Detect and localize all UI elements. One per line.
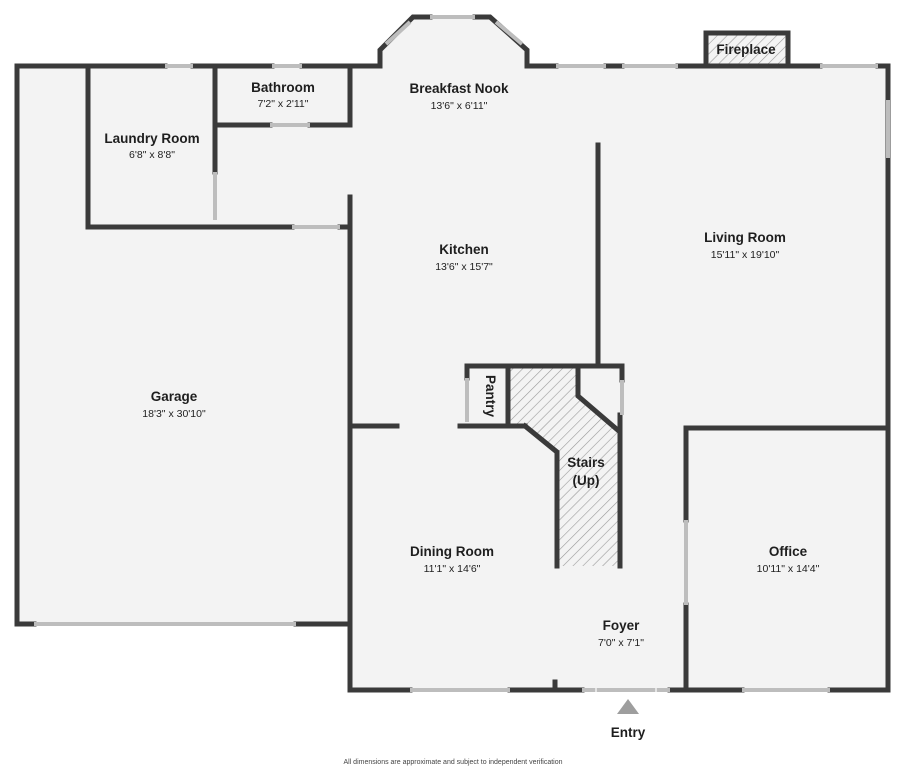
floor-areas <box>17 17 888 690</box>
wall-bottom-far-right <box>827 63 891 693</box>
windows <box>34 15 890 692</box>
disclaimer-text: All dimensions are approximate and subje… <box>343 759 562 766</box>
main-floor <box>17 17 888 690</box>
wall-laundry-left <box>85 63 295 230</box>
feature-labels: Fireplace Pantry Stairs (Up) Entry <box>483 42 776 740</box>
wall-garage-bottom <box>293 621 413 693</box>
kitchen-name: Kitchen <box>439 242 489 257</box>
bathroom-name: Bathroom <box>251 80 315 95</box>
dining-name: Dining Room <box>410 544 494 559</box>
foyer-name: Foyer <box>603 618 641 633</box>
pantry-label: Pantry <box>483 375 498 418</box>
dining-dims: 11'1" x 14'6" <box>424 563 481 575</box>
fireplace-label: Fireplace <box>716 42 776 57</box>
wall-exterior-left <box>14 63 37 627</box>
bathroom-dims: 7'2" x 2'11" <box>258 98 309 110</box>
wall-bay-top <box>472 14 559 69</box>
garage-name: Garage <box>151 389 198 404</box>
walls <box>14 14 891 693</box>
wall-bath-bottom2 <box>307 63 353 128</box>
foyer-dims: 7'0" x 7'1" <box>598 637 644 649</box>
office-name: Office <box>769 544 808 559</box>
stairs-hatch <box>508 368 618 566</box>
fireplace-hatch <box>706 33 788 66</box>
living-name: Living Room <box>704 230 786 245</box>
breakfast-nook-name: Breakfast Nook <box>409 81 509 96</box>
window-bay-right <box>494 20 524 46</box>
room-labels: Breakfast Nook 13'6" x 6'11" Bathroom 7'… <box>104 80 819 649</box>
laundry-name: Laundry Room <box>104 131 199 146</box>
fireplace-box <box>703 30 791 69</box>
laundry-dims: 6'8" x 8'8" <box>129 149 175 161</box>
window-bay-left <box>384 20 412 46</box>
breakfast-nook-dims: 13'6" x 6'11" <box>431 100 488 112</box>
garage-dims: 18'3" x 30'10" <box>142 408 206 420</box>
wall-pantry-top <box>464 363 625 383</box>
office-dims: 10'11" x 14'4" <box>757 563 820 575</box>
kitchen-dims: 13'6" x 15'7" <box>435 261 493 273</box>
wall-top-left3 <box>299 14 433 69</box>
stairs-label-line2: (Up) <box>573 473 600 488</box>
living-dims: 15'11" x 19'10" <box>711 249 780 261</box>
entry-label: Entry <box>611 725 646 740</box>
wall-stair-inner <box>575 363 623 569</box>
wall-stair-left <box>521 422 560 569</box>
stairs-label-line1: Stairs <box>567 455 605 470</box>
entry-arrow-icon <box>617 699 639 714</box>
